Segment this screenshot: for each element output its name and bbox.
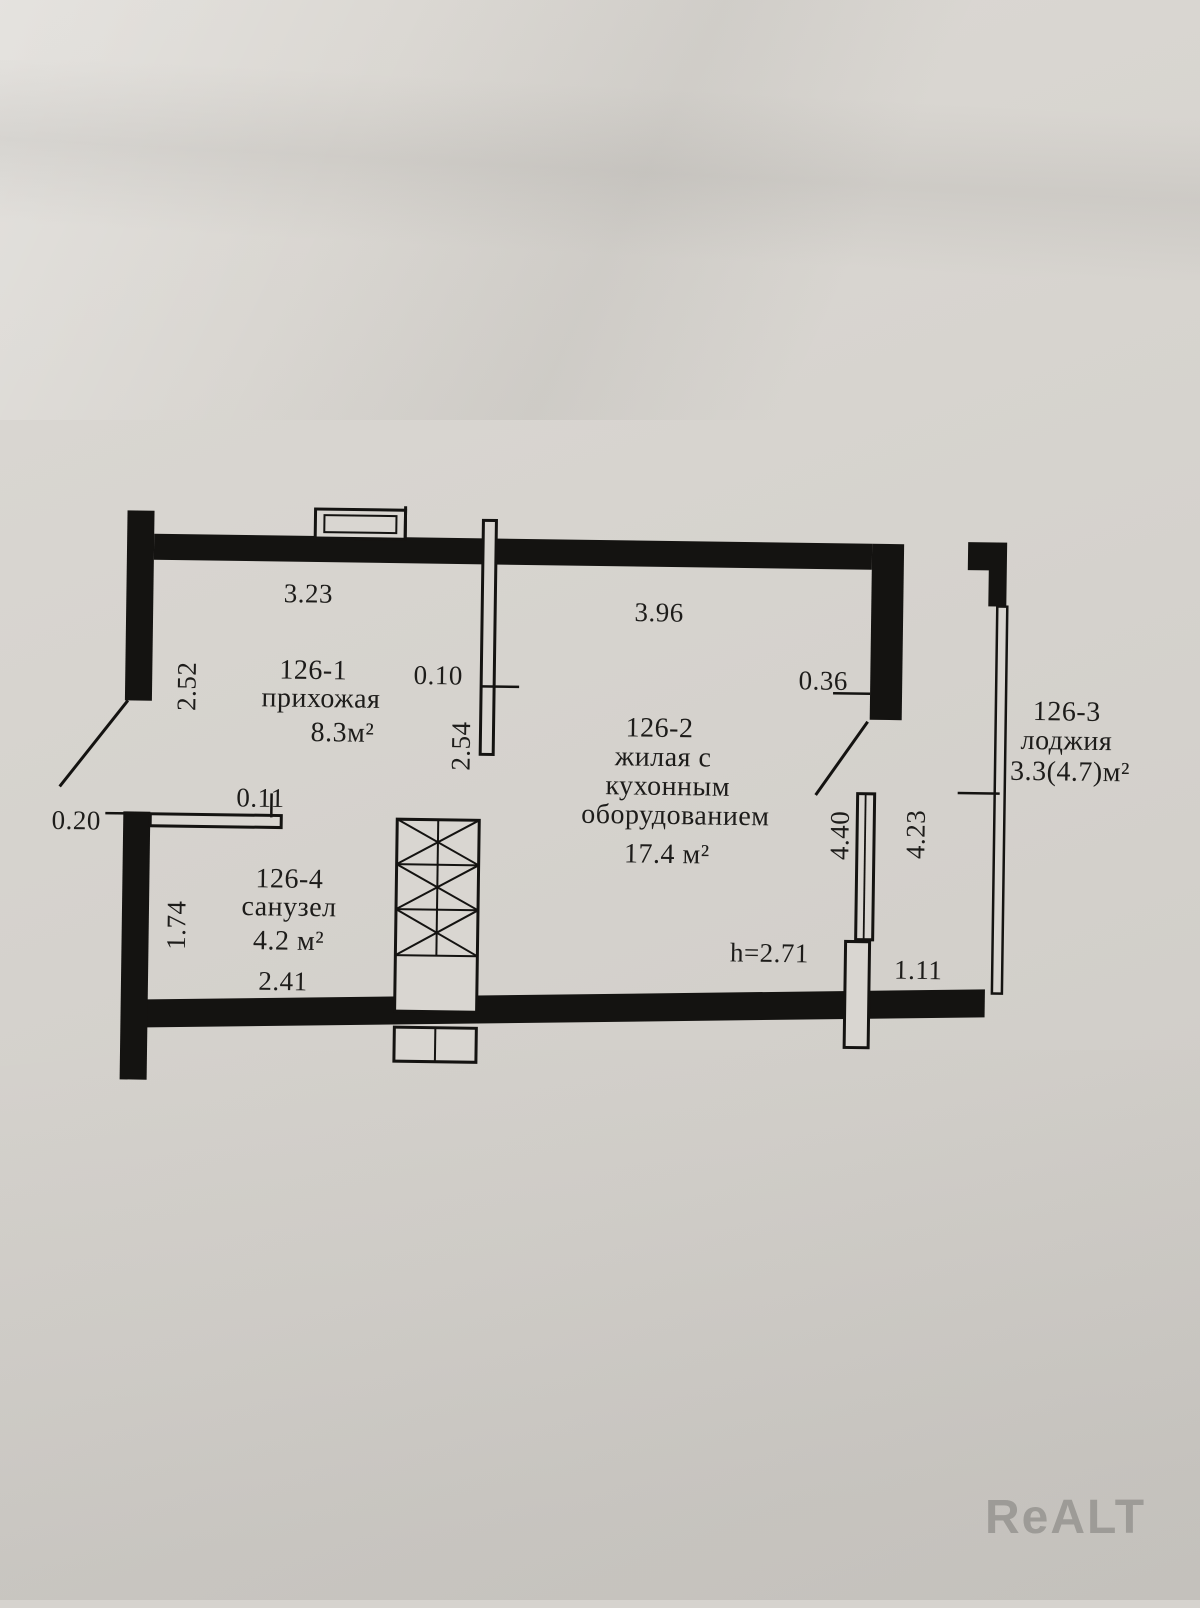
dim-hall-left-height: 2.52: [171, 661, 203, 711]
partition-bathroom: [150, 814, 281, 828]
dim-partition-length: 2.54: [445, 721, 477, 771]
dim-hall-top-width: 3.23: [284, 578, 334, 610]
partition-hall-living: [480, 520, 496, 754]
room-bathroom-area: 4.2 м²: [253, 925, 325, 958]
loggia-door-leaf: [844, 941, 869, 1047]
dim-ceiling-height: h=2.71: [730, 937, 809, 969]
room-living-area: 17.4 м²: [624, 838, 710, 871]
room-loggia-area: 3.3(4.7)м²: [1010, 756, 1130, 790]
room-living-name-line3: оборудованием: [581, 799, 770, 834]
room-hallway-name: прихожая: [261, 682, 380, 716]
room-loggia-id: 126-3: [1033, 696, 1101, 729]
wall-top: [154, 534, 872, 570]
dim-loggia-width: 1.11: [894, 955, 943, 987]
loggia-window-right: [992, 607, 1007, 994]
dim-bath-wall-thickness: 0.11: [236, 782, 285, 814]
dim-right-wall-offset: 0.36: [798, 665, 848, 697]
realt-watermark: ReALT: [985, 1490, 1146, 1545]
room-loggia-name: лоджия: [1020, 725, 1112, 758]
dim-living-right-height: 4.40: [824, 811, 856, 861]
wall-top-left-cap: [125, 510, 155, 700]
entry-door-swing: [60, 699, 128, 787]
room-living-id: 126-2: [625, 712, 693, 745]
wall-right-upper: [870, 544, 904, 720]
dim-loggia-height: 4.23: [900, 810, 932, 860]
dim-living-top-width: 3.96: [634, 597, 684, 629]
dim-entry-wall-thickness: 0.20: [51, 805, 101, 837]
dim-partition-thickness: 0.10: [413, 660, 463, 692]
wall-top-right-corner: [967, 542, 1007, 607]
dim-bath-width: 2.41: [258, 966, 308, 998]
wall-left-lower: [120, 811, 151, 1079]
room-bathroom-name: санузел: [241, 891, 337, 924]
top-wall-niche: [315, 509, 405, 539]
room-hallway-area: 8.3м²: [310, 717, 374, 750]
dim-bath-left-height: 1.74: [161, 900, 193, 950]
balcony-door-swing: [816, 721, 868, 796]
